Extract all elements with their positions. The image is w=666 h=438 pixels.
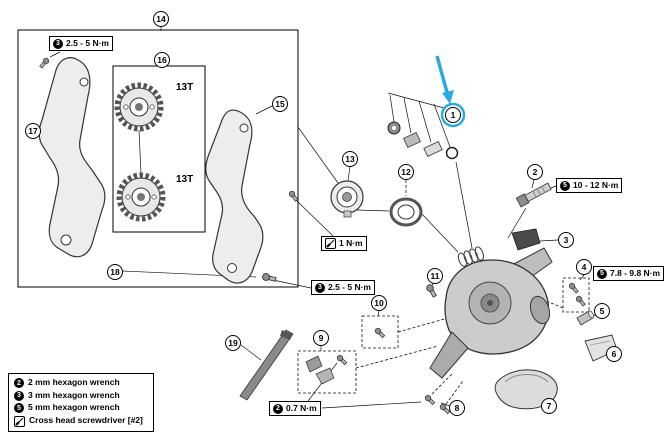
group-box-4 [562, 277, 590, 313]
torque-label-cover-screw: 1 N·m [321, 236, 367, 251]
hex-wrench-badge: 2 [273, 403, 283, 414]
legend-row-3mm: 3 3 mm hexagon wrench [14, 389, 148, 401]
callout-12: 12 [398, 164, 414, 180]
callout-15: 15 [272, 96, 288, 112]
torque-label-cage-screw: 3 2.5 - 5 N·m [311, 280, 375, 295]
callout-11: 11 [427, 268, 443, 284]
torque-value: 0.7 N·m [286, 403, 317, 414]
legend-text: Cross head screwdriver [#2] [29, 415, 143, 426]
torque-label-bracket-bolts: 5 7.8 - 9.8 N·m [593, 266, 665, 281]
torque-label-mount-bolt: 5 10 - 12 N·m [556, 178, 623, 193]
outer-cage-plate [38, 57, 106, 258]
guide-pulley [114, 82, 164, 132]
tool-legend: 2 2 mm hexagon wrench 3 3 mm hexagon wre… [8, 373, 154, 432]
bracket-screw [567, 281, 580, 295]
torque-label-small-screws: 2 0.7 N·m [269, 401, 321, 416]
callout-5: 5 [594, 303, 610, 319]
adjust-screw [373, 326, 386, 339]
pulley-cap [330, 180, 364, 218]
callout-4: 4 [576, 259, 592, 275]
cage-stopper-plates [305, 355, 335, 385]
highlight-arrow [435, 55, 454, 104]
callout-10: 10 [371, 295, 387, 311]
cover-fixing-screw [423, 393, 436, 406]
cross-head-screwdriver-icon [14, 415, 25, 427]
callout-16: 16 [154, 52, 170, 68]
cage-screw [261, 272, 278, 284]
highlight-ring [440, 102, 466, 128]
stopper-screw [335, 353, 348, 366]
torque-value: 7.8 - 9.8 N·m [610, 268, 661, 279]
torque-label-plate-screw: 3 2.5 - 5 N·m [49, 36, 113, 51]
hex-wrench-badge: 3 [315, 282, 325, 293]
hex-wrench-badge: 5 [14, 403, 24, 413]
tension-pulley [116, 172, 166, 222]
torque-value: 2.5 - 5 N·m [66, 38, 109, 49]
hex-wrench-badge: 5 [560, 180, 570, 191]
torque-value: 10 - 12 N·m [573, 180, 619, 191]
callout-17: 17 [25, 123, 41, 139]
dashed-group-lines [297, 180, 590, 405]
bushing-cylinder [576, 310, 595, 326]
callout-6: 6 [606, 346, 622, 362]
pulley-teeth-label-bottom: 13T [176, 174, 194, 185]
callout-2: 2 [527, 164, 543, 180]
cross-head-screwdriver-icon [325, 238, 336, 249]
callout-7: 7 [541, 398, 557, 414]
long-tool-part [239, 329, 294, 401]
group-box-14 [17, 29, 299, 288]
torque-value: 1 N·m [339, 238, 363, 249]
stopper-plate [511, 228, 541, 251]
plate-pivot-hole [227, 263, 237, 273]
callout-8: 8 [449, 400, 465, 416]
hex-wrench-badge: 3 [53, 38, 63, 49]
callout-9: 9 [313, 330, 329, 346]
hex-wrench-badge: 5 [597, 268, 607, 279]
callout-3: 3 [558, 232, 574, 248]
inner-cage-plate [205, 109, 264, 284]
legend-text: 3 mm hexagon wrench [28, 389, 120, 400]
torque-value: 2.5 - 5 N·m [328, 282, 371, 293]
legend-row-2mm: 2 2 mm hexagon wrench [14, 377, 148, 388]
main-body [429, 247, 553, 379]
mounting-bolt [515, 182, 552, 208]
legend-row-5mm: 5 5 mm hexagon wrench [14, 402, 148, 413]
plate-pivot-hole [239, 123, 249, 133]
pulley-teeth-label-top: 13T [176, 82, 194, 93]
hex-wrench-badge: 2 [14, 378, 24, 388]
callout-1: 1 [445, 107, 461, 123]
bushing-ring [389, 197, 423, 227]
hex-wrench-badge: 3 [14, 390, 24, 401]
legend-text: 5 mm hexagon wrench [28, 402, 120, 413]
callout-13: 13 [342, 151, 358, 167]
callout-19: 19 [225, 335, 241, 351]
legend-row-screwdriver: Cross head screwdriver [#2] [14, 415, 148, 427]
cover-screw [287, 189, 300, 203]
bracket-screw [574, 294, 587, 308]
plate-pivot-hole [79, 77, 89, 87]
plate-pivot-hole [60, 234, 72, 246]
axle-unit-parts [387, 121, 459, 160]
callout-14: 14 [153, 11, 169, 27]
callout-18: 18 [107, 264, 123, 280]
plate-screw [38, 56, 51, 70]
b-screw [424, 282, 439, 299]
legend-text: 2 mm hexagon wrench [28, 377, 120, 388]
